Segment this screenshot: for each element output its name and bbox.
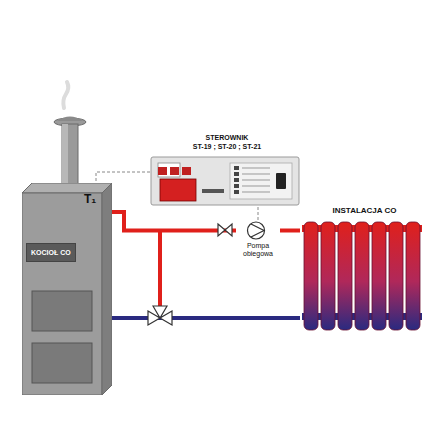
boiler-label: KOCIOŁ CO (26, 243, 76, 262)
circulation-pump: Pompa obiegowa (236, 221, 280, 261)
boiler: KOCIOŁ CO (22, 183, 112, 395)
chimney (54, 82, 86, 186)
controller-heading: STEROWNIK (150, 133, 304, 142)
pump-label: Pompa obiegowa (236, 242, 280, 258)
radiator-installation: INSTALACJA CO (300, 205, 429, 333)
sensor-label: T₁ (84, 192, 96, 206)
pump-wire (258, 207, 259, 221)
controller-models: ST-19 ; ST-20 ; ST-21 (150, 142, 304, 151)
bypass-pipe (158, 230, 162, 310)
controller: STEROWNIKST-19 ; ST-20 ; ST-21 (150, 133, 304, 207)
check-valve (218, 224, 232, 236)
three-way-valve (148, 306, 172, 325)
radiator-heading: INSTALACJA CO (300, 205, 429, 217)
supply-pipe (280, 229, 300, 233)
boiler-body (22, 183, 112, 395)
return-pipe (112, 316, 300, 320)
sensor-wire (96, 172, 150, 183)
pump-symbol (236, 221, 276, 240)
radiator (300, 205, 425, 333)
